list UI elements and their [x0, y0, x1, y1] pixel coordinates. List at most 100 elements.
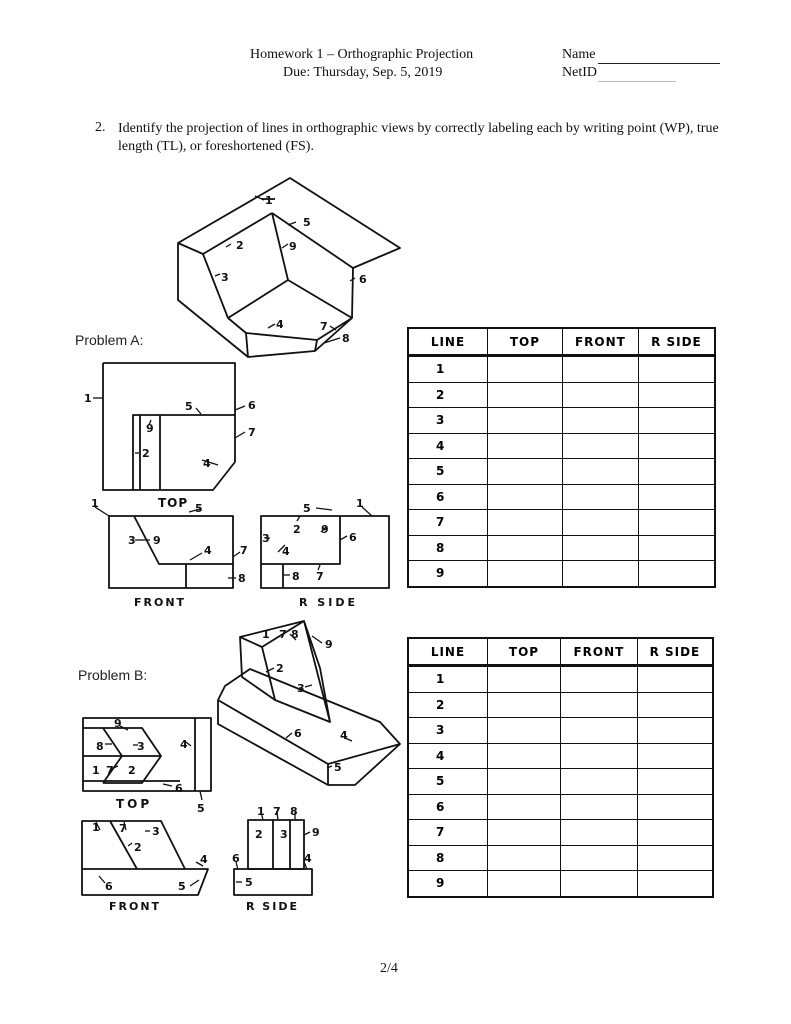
svg-text:6: 6	[248, 399, 256, 412]
answer-cell-top[interactable]	[486, 691, 562, 718]
line-number-cell: 7	[407, 509, 488, 536]
svg-text:5: 5	[303, 502, 311, 515]
answer-cell-top[interactable]	[486, 844, 562, 871]
table-header-row: LINE TOP FRONT R SIDE	[407, 637, 714, 666]
answer-cell-rside[interactable]	[637, 432, 716, 459]
answer-cell-rside[interactable]	[636, 844, 714, 871]
problem-b-top-label: TOP	[116, 797, 153, 811]
header-top: TOP	[486, 637, 562, 666]
svg-text:5: 5	[303, 216, 311, 229]
svg-text:7: 7	[106, 764, 114, 777]
answer-cell-rside[interactable]	[636, 717, 714, 744]
svg-text:3: 3	[128, 534, 136, 547]
answer-cell-front[interactable]	[560, 665, 638, 693]
svg-text:7: 7	[240, 544, 248, 557]
page-number: 2/4	[380, 961, 398, 976]
problem-b-rside-label: R SIDE	[246, 900, 299, 913]
svg-text:4: 4	[204, 544, 212, 557]
answer-cell-top[interactable]	[487, 381, 563, 408]
answer-cell-front[interactable]	[561, 534, 639, 561]
answer-cell-front[interactable]	[561, 458, 639, 485]
table-row: 3	[407, 717, 714, 744]
answer-cell-top[interactable]	[487, 509, 563, 536]
table-row: 4	[407, 742, 714, 769]
answer-cell-front[interactable]	[561, 355, 639, 383]
answer-cell-front[interactable]	[561, 483, 639, 510]
line-number-cell: 3	[407, 717, 488, 744]
svg-text:7: 7	[316, 570, 324, 583]
line-number-cell: 5	[407, 768, 488, 795]
answer-cell-top[interactable]	[487, 534, 563, 561]
header-line: LINE	[407, 637, 488, 666]
table-row: 4	[407, 432, 716, 459]
name-blank[interactable]	[598, 63, 720, 64]
answer-cell-rside[interactable]	[636, 793, 714, 820]
line-number-cell: 5	[407, 458, 488, 485]
answer-cell-front[interactable]	[561, 407, 639, 434]
answer-cell-rside[interactable]	[636, 768, 714, 795]
answer-cell-top[interactable]	[486, 665, 562, 693]
answer-cell-rside[interactable]	[637, 560, 716, 587]
svg-text:9: 9	[321, 523, 329, 536]
answer-cell-top[interactable]	[487, 432, 563, 459]
header-rside: R SIDE	[637, 327, 716, 356]
answer-cell-front[interactable]	[560, 717, 638, 744]
answer-cell-top[interactable]	[487, 407, 563, 434]
answer-cell-top[interactable]	[486, 819, 562, 846]
answer-cell-top[interactable]	[486, 717, 562, 744]
answer-cell-top[interactable]	[486, 742, 562, 769]
header-top: TOP	[487, 327, 563, 356]
answer-cell-front[interactable]	[560, 768, 638, 795]
line-number-cell: 9	[407, 870, 488, 897]
answer-cell-front[interactable]	[560, 793, 638, 820]
svg-text:4: 4	[340, 729, 348, 742]
answer-cell-top[interactable]	[487, 560, 563, 587]
answer-cell-top[interactable]	[487, 355, 563, 383]
answer-cell-front[interactable]	[561, 509, 639, 536]
answer-cell-top[interactable]	[486, 768, 562, 795]
answer-cell-rside[interactable]	[637, 407, 716, 434]
answer-cell-front[interactable]	[560, 870, 638, 897]
svg-text:2: 2	[142, 447, 150, 460]
header-front: FRONT	[561, 327, 639, 356]
answer-cell-top[interactable]	[486, 793, 562, 820]
answer-cell-rside[interactable]	[637, 534, 716, 561]
problem-a-isometric	[177, 177, 401, 358]
answer-cell-front[interactable]	[560, 819, 638, 846]
netid-blank[interactable]	[598, 81, 676, 82]
answer-cell-rside[interactable]	[636, 665, 714, 693]
answer-cell-front[interactable]	[560, 742, 638, 769]
answer-cell-rside[interactable]	[637, 509, 716, 536]
table-row: 7	[407, 509, 716, 536]
answer-cell-top[interactable]	[487, 458, 563, 485]
line-number-cell: 1	[407, 355, 488, 383]
answer-cell-front[interactable]	[560, 691, 638, 718]
answer-cell-rside[interactable]	[637, 483, 716, 510]
line-number-cell: 4	[407, 742, 488, 769]
answer-cell-rside[interactable]	[636, 870, 714, 897]
answer-cell-front[interactable]	[560, 844, 638, 871]
answer-cell-rside[interactable]	[637, 381, 716, 408]
answer-cell-top[interactable]	[487, 483, 563, 510]
problem-b-isometric	[217, 620, 401, 786]
answer-cell-front[interactable]	[561, 381, 639, 408]
svg-text:7: 7	[273, 805, 281, 818]
svg-text:4: 4	[304, 852, 312, 865]
answer-cell-rside[interactable]	[637, 355, 716, 383]
svg-text:9: 9	[114, 717, 122, 730]
answer-cell-top[interactable]	[486, 870, 562, 897]
answer-cell-front[interactable]	[561, 432, 639, 459]
svg-text:1: 1	[356, 497, 364, 510]
answer-cell-front[interactable]	[561, 560, 639, 587]
answer-cell-rside[interactable]	[636, 819, 714, 846]
svg-text:3: 3	[152, 825, 160, 838]
table-row: 7	[407, 819, 714, 846]
svg-text:2: 2	[134, 841, 142, 854]
answer-cell-rside[interactable]	[636, 691, 714, 718]
svg-text:9: 9	[289, 240, 297, 253]
question-text: Identify the projection of lines in orth…	[118, 121, 719, 154]
answer-cell-rside[interactable]	[637, 458, 716, 485]
answer-cell-rside[interactable]	[636, 742, 714, 769]
